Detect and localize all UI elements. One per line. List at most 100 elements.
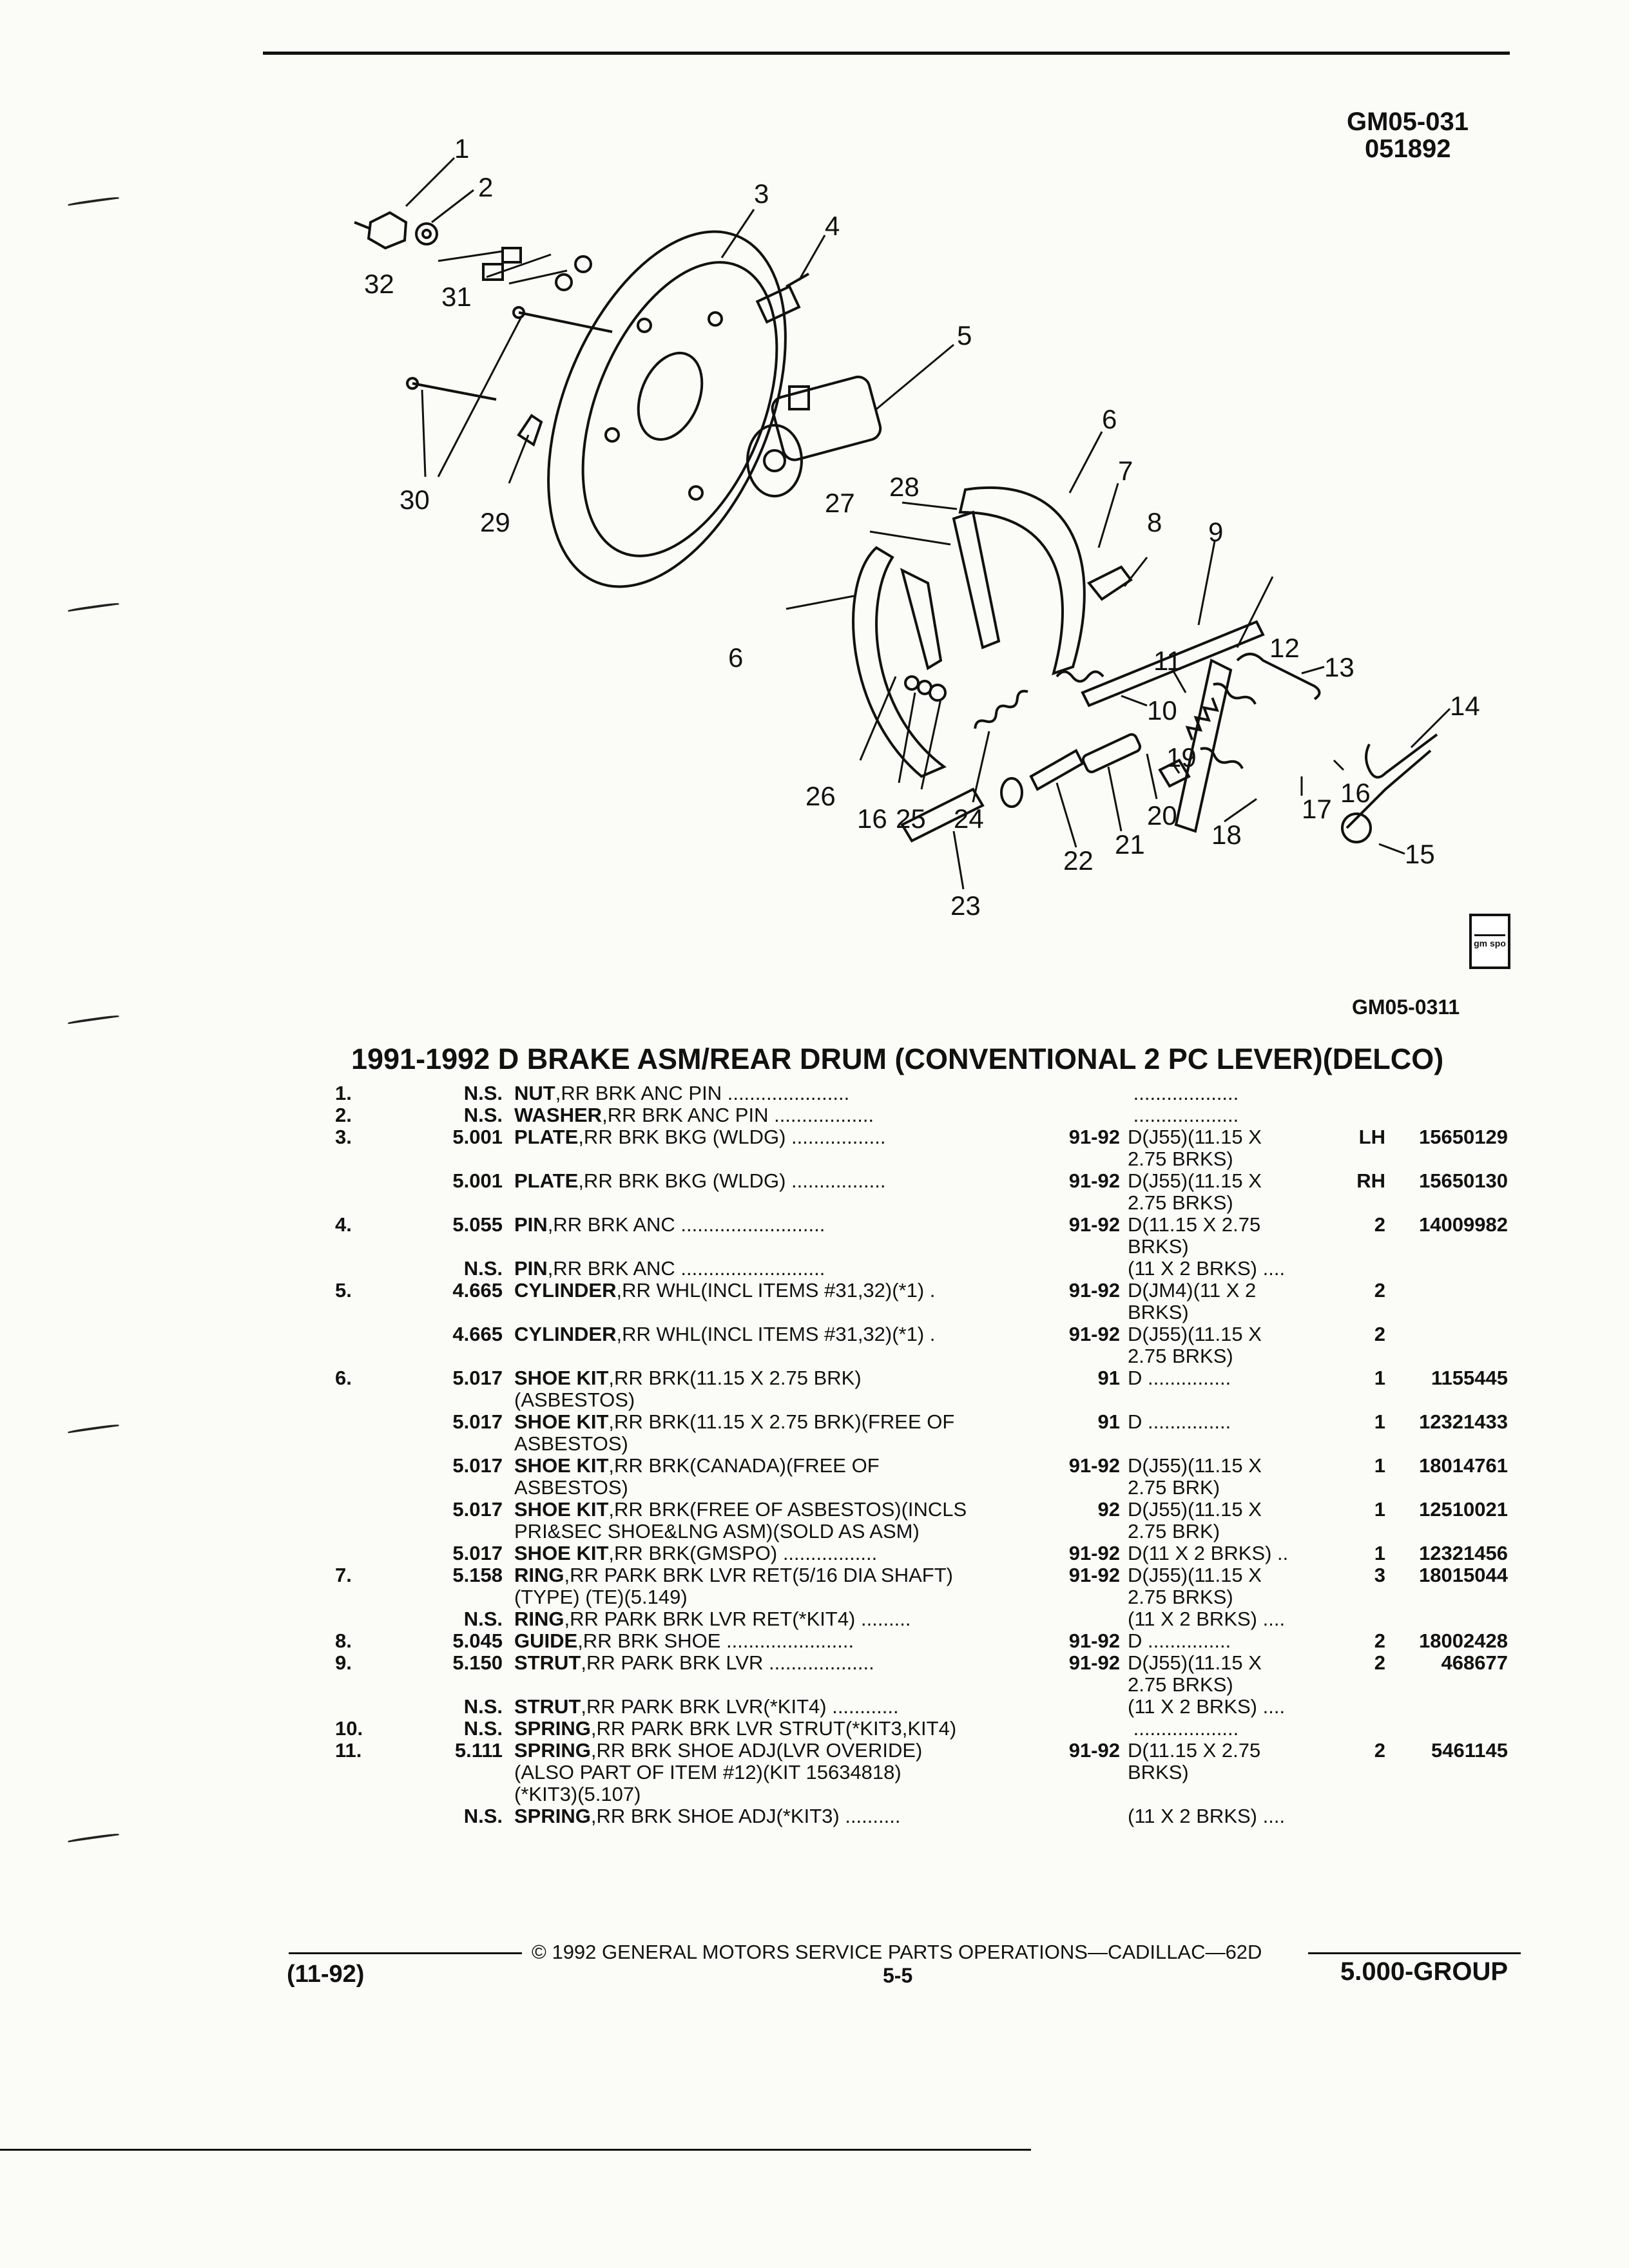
part-number: [1385, 1696, 1508, 1718]
quantity: [1340, 1258, 1385, 1280]
part-detail: ,RR WHL(INCL ITEMS #31,32)(*1): [616, 1323, 925, 1345]
punch-mark: [68, 1832, 119, 1843]
part-name: CYLINDER: [514, 1279, 617, 1302]
leader-dots: ...................: [763, 1651, 874, 1674]
hold-down-spring-part: [1341, 812, 1372, 843]
group-number: 5.158: [452, 1564, 503, 1586]
item-number: 1.: [335, 1082, 352, 1104]
group-number: N.S.: [463, 1082, 503, 1104]
part-description: STRUT,RR PARK BRK LVR(*KIT4) ...........…: [514, 1696, 1043, 1718]
callout-label: 22: [1063, 845, 1094, 876]
quantity: RH: [1356, 1169, 1385, 1192]
part-name: PIN: [514, 1257, 548, 1280]
application: ...................: [1128, 1104, 1239, 1126]
shoe-guide-part: [1086, 565, 1133, 601]
item-number: 9.: [335, 1651, 352, 1674]
application: ...................: [1128, 1717, 1239, 1740]
adjuster-socket-part: [900, 787, 985, 843]
application: (11 X 2 BRKS) ....: [1128, 1608, 1286, 1630]
group-number: N.S.: [463, 1104, 503, 1126]
group-number: 4.665: [452, 1279, 503, 1302]
part-description: SHOE KIT,RR BRK(11.15 X 2.75 BRK)(FREE O…: [514, 1411, 1043, 1455]
item-number: [335, 1258, 412, 1280]
callout-label: 6: [1102, 404, 1117, 434]
part-detail: ,RR BRK(GMSPO): [608, 1542, 778, 1564]
part-name: SHOE KIT: [514, 1542, 609, 1564]
application: ...................: [1128, 1082, 1239, 1104]
quantity: [1340, 1696, 1385, 1718]
part-description: SHOE KIT,RR BRK(CANADA)(FREE OF ASBESTOS…: [514, 1455, 1043, 1499]
part-name: SPRING: [514, 1805, 591, 1827]
part-number: 15650130: [1419, 1169, 1508, 1192]
part-number: 18015044: [1419, 1564, 1508, 1586]
part-detail: ,RR BRK SHOE: [577, 1629, 721, 1652]
part-name: STRUT: [514, 1695, 581, 1718]
item-number: [335, 1170, 412, 1214]
part-name: PLATE: [514, 1169, 579, 1192]
footer-group-number: 5.000-GROUP: [1340, 1957, 1509, 1986]
callout-label: 13: [1324, 652, 1354, 682]
application: D(JM4)(11 X 2 BRKS): [1128, 1279, 1257, 1323]
backing-plate-part: [547, 230, 787, 588]
part-detail: ,RR PARK BRK LVR RET(*KIT4): [564, 1608, 856, 1630]
callout-label: 25: [896, 803, 926, 834]
quantity: 2: [1374, 1651, 1385, 1674]
quantity: [1340, 1608, 1385, 1630]
model-years: 91-92: [1068, 1629, 1120, 1652]
callout-label: 11: [1153, 646, 1182, 676]
leader-dots: .: [924, 1323, 936, 1345]
document-id-date: 051892: [1365, 135, 1451, 163]
return-spring-part: [974, 689, 1028, 729]
quantity: [1340, 1718, 1385, 1740]
leader-dots: ......................: [722, 1082, 850, 1104]
part-detail: ,RR BRK(11.15 X 2.75 BRK) (ASBESTOS): [514, 1367, 862, 1411]
bottom-rule: [0, 2149, 1031, 2151]
part-number: 18002428: [1419, 1629, 1508, 1652]
footer-rule-right: [1308, 1952, 1521, 1954]
top-rule: [263, 52, 1510, 55]
washer-part: [415, 222, 438, 245]
part-description: PLATE,RR BRK BKG (WLDG) ................…: [514, 1170, 1043, 1214]
quantity: [1340, 1805, 1385, 1827]
part-detail: ,RR BRK ANC: [547, 1213, 675, 1236]
part-name: CYLINDER: [514, 1323, 617, 1345]
item-number: 8.: [335, 1629, 352, 1652]
model-years: 91: [1097, 1367, 1120, 1389]
part-number: 468677: [1441, 1651, 1508, 1674]
quantity: 2: [1374, 1323, 1385, 1345]
part-description: WASHER,RR BRK ANC PIN ..................: [514, 1104, 1043, 1126]
exploded-view-diagram: 1 2 3 4 5 6 6 7 8 9 10 11 12 13 14 15 16…: [354, 133, 1480, 921]
part-number: [1385, 1805, 1508, 1827]
callout-label: 16: [857, 803, 887, 834]
application: D ...............: [1128, 1367, 1231, 1389]
item-number: 3.: [335, 1126, 352, 1148]
copyright-notice: © 1992 GENERAL MOTORS SERVICE PARTS OPER…: [532, 1941, 1262, 1963]
part-detail: ,RR PARK BRK LVR RET(5/16 DIA SHAFT) (TY…: [514, 1564, 953, 1608]
part-description: PIN,RR BRK ANC .........................…: [514, 1214, 1043, 1258]
model-years: 91-92: [1068, 1279, 1120, 1302]
punch-mark: [68, 602, 119, 612]
callout-label: 18: [1211, 820, 1242, 850]
model-years: 92: [1097, 1498, 1120, 1521]
application: (11 X 2 BRKS) ....: [1128, 1695, 1286, 1718]
part-number: 18014761: [1419, 1454, 1508, 1477]
part-number: 14009982: [1419, 1213, 1508, 1236]
punch-mark: [68, 1014, 119, 1024]
group-number: 5.150: [452, 1651, 503, 1674]
adjuster-lever-part: [1174, 658, 1233, 833]
model-years: [1043, 1805, 1128, 1827]
part-description: RING,RR PARK BRK LVR RET(*KIT4) ........…: [514, 1608, 1043, 1630]
wheel-cylinder-part: [771, 376, 882, 461]
callout-label: 29: [480, 507, 510, 537]
callout-label: 1: [454, 133, 469, 164]
model-years: 91-92: [1068, 1651, 1120, 1674]
part-number: [1385, 1280, 1508, 1323]
application: D(J55)(11.15 X 2.75 BRKS): [1128, 1126, 1262, 1170]
callout-label: 10: [1147, 695, 1177, 726]
item-number: [335, 1805, 412, 1827]
part-number: [1385, 1104, 1508, 1126]
model-years: [1043, 1608, 1128, 1630]
